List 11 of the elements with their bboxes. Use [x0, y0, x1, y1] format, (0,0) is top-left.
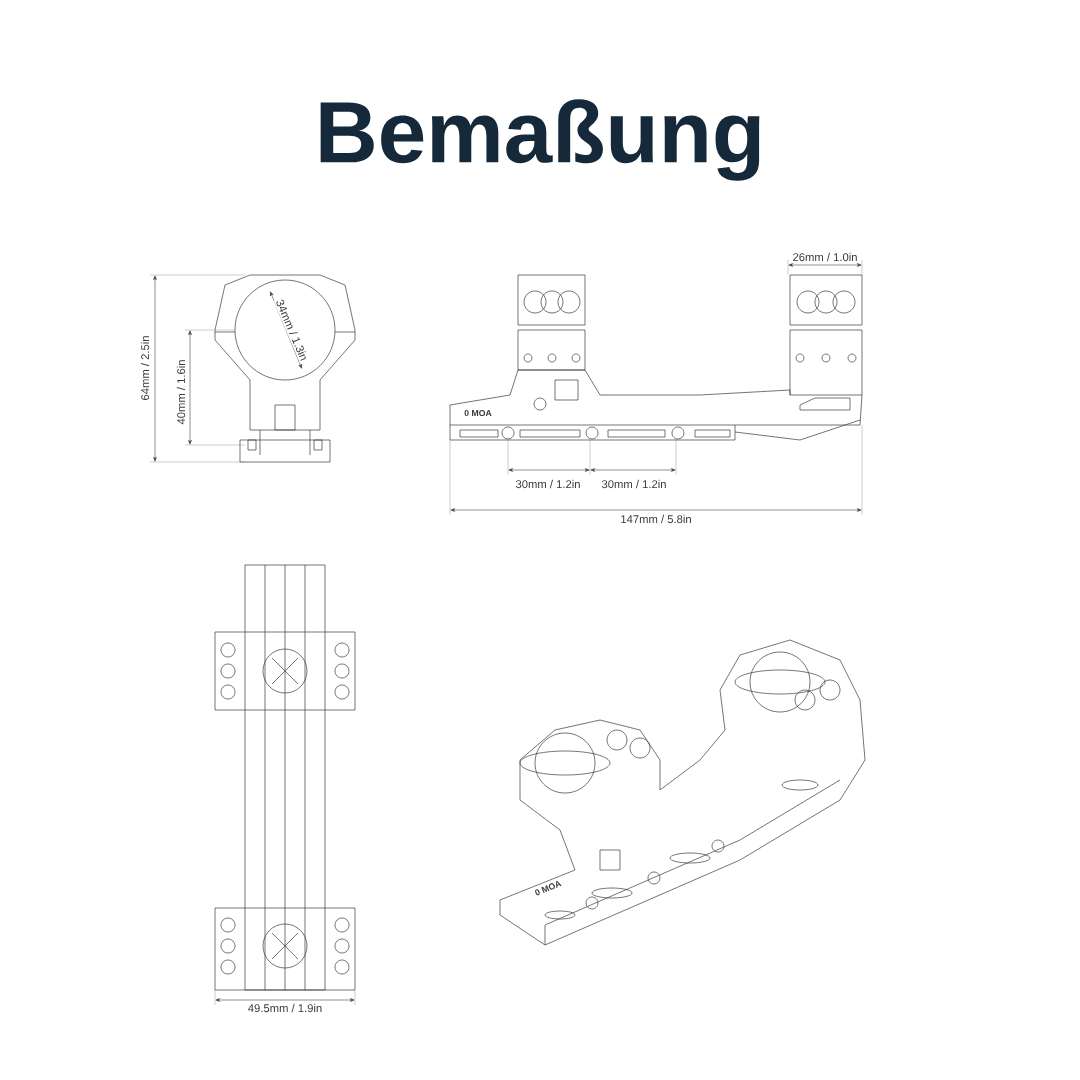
dimension-label: 30mm / 1.2in	[600, 478, 668, 490]
dimension-label: 34mm / 1.3in	[273, 296, 311, 364]
dimension-label: 30mm / 1.2in	[514, 478, 582, 490]
engraved-text: 0 MOA	[464, 409, 492, 417]
dimension-label: 64mm / 2.5in	[139, 334, 151, 402]
dimension-label: 49.5mm / 1.9in	[246, 1002, 324, 1014]
title: Bemaßung	[320, 99, 760, 181]
dimension-label: 26mm / 1.0in	[791, 251, 859, 263]
dimension-label: 147mm / 5.8in	[618, 513, 694, 525]
engraved-text: 0 MOA	[535, 880, 562, 896]
dimension-label: 40mm / 1.6in	[175, 358, 187, 426]
